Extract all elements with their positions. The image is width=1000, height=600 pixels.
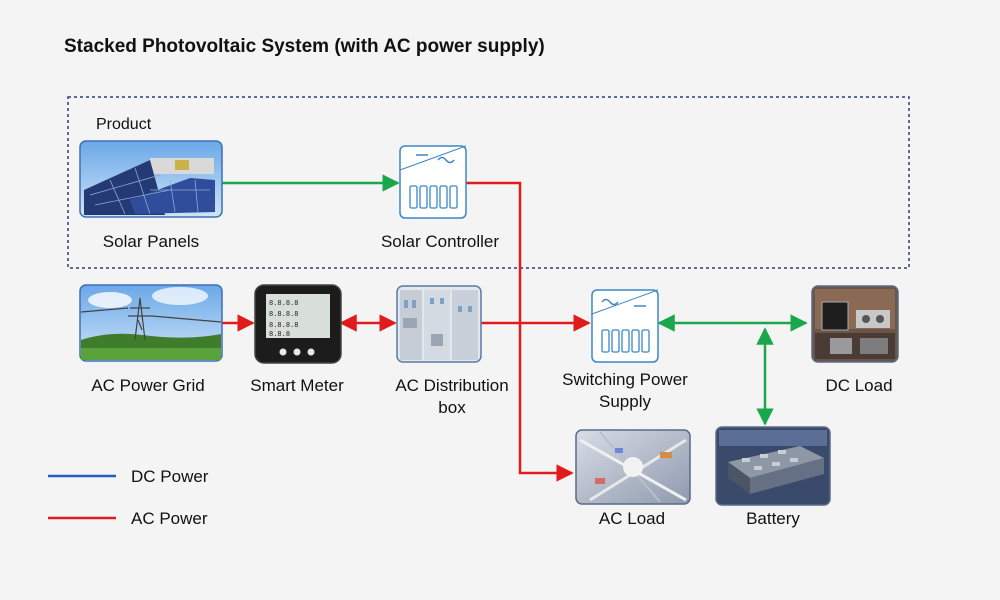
product-group-label: Product: [96, 116, 152, 133]
svg-text:8.8.8.8: 8.8.8.8: [269, 299, 299, 307]
smart-meter-label: Smart Meter: [250, 376, 344, 395]
ac-power-grid-image: [79, 284, 223, 362]
ac-distribution-box-label-line1: AC Distribution: [395, 376, 508, 395]
battery-label: Battery: [746, 509, 800, 528]
ac-distribution-box-label-line2: box: [438, 398, 466, 417]
connection-controller-to-ac-load: [466, 181, 574, 482]
svg-text:8.8.8.8: 8.8.8.8: [269, 321, 299, 329]
svg-text:8.8.8.8: 8.8.8.8: [269, 310, 299, 318]
svg-text:8.8.8: 8.8.8: [269, 330, 290, 338]
ac-distribution-box-image: [396, 285, 482, 363]
battery-image: [715, 426, 831, 506]
switching-power-supply-label-line1: Switching Power: [562, 370, 688, 389]
diagram-title: Stacked Photovoltaic System (with AC pow…: [64, 36, 545, 57]
solar-controller-icon: [399, 145, 467, 219]
legend-label-dc-power: DC Power: [131, 467, 209, 486]
smart-meter-image: 8.8.8.8 8.8.8.8 8.8.8.8 8.8.8: [254, 284, 342, 364]
legend: DC Power AC Power: [48, 467, 209, 528]
solar-panels-label: Solar Panels: [103, 232, 199, 251]
solar-panels-image: [79, 140, 223, 218]
dc-load-label: DC Load: [825, 376, 892, 395]
ac-load-label: AC Load: [599, 509, 665, 528]
solar-controller-label: Solar Controller: [381, 232, 499, 251]
dc-load-image: [811, 285, 899, 363]
product-group-box: [67, 96, 910, 269]
legend-label-ac-power: AC Power: [131, 509, 208, 528]
ac-load-image: [575, 429, 691, 505]
switching-power-supply-icon: [591, 289, 659, 363]
switching-power-supply-label-line2: Supply: [599, 392, 651, 411]
ac-power-grid-label: AC Power Grid: [91, 376, 204, 395]
